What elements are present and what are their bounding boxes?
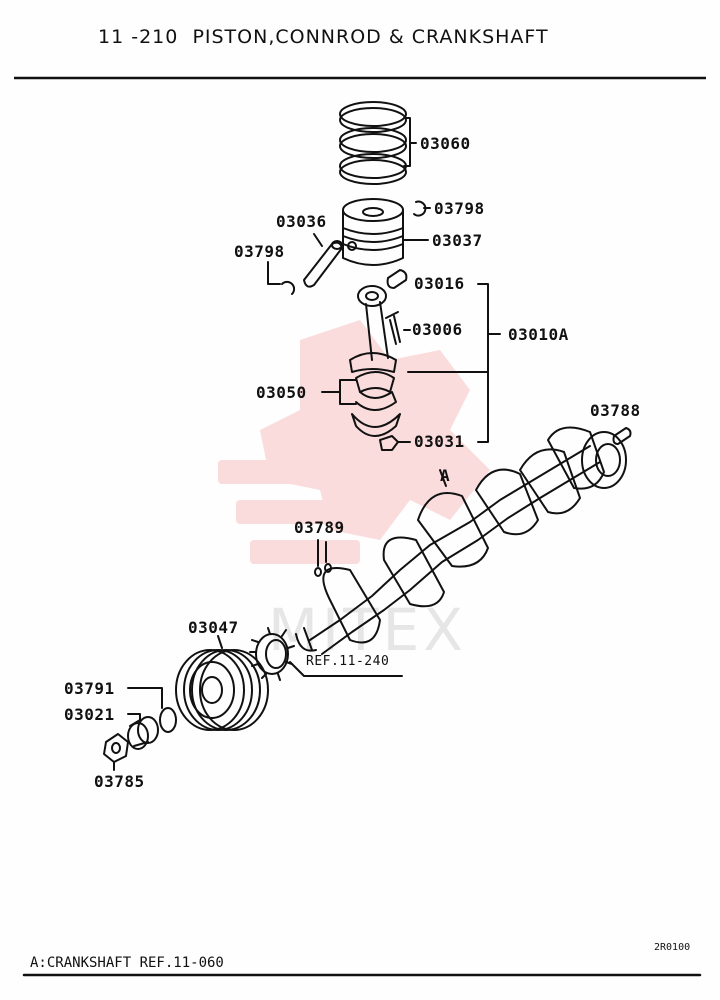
leader-03021 [127,713,141,723]
reference-label: REF.11-240 [306,654,390,669]
rod-cap-drawing [351,413,401,437]
circlip-top-drawing [413,200,431,217]
part-number-label: 03788 [590,401,641,420]
marker-a-label: A [440,466,451,485]
footer-note: A:CRANKSHAFT REF.11-060 [30,955,224,971]
bush-drawing [386,269,408,289]
leader-03050 [321,379,357,405]
connecting-rod-drawing [349,285,401,373]
section-code: 11 -210 [98,26,179,48]
crankshaft-drawing [295,426,627,655]
part-number-label: 03006 [412,320,463,339]
leader-03047 [217,635,223,649]
nut-03785-drawing [103,733,129,763]
circlip-left-drawing [281,280,296,295]
piston-drawing [342,198,404,266]
part-number-label: 03050 [256,383,307,402]
leader-03791 [127,687,163,709]
piston-rings-drawing [339,101,407,185]
part-number-label: 03047 [188,618,239,637]
part-number-label: 03791 [64,679,115,698]
bearing-shells-drawing [355,371,397,411]
part-number-label: 03037 [432,231,483,250]
leader-03798-left [267,261,281,285]
leader-03036 [313,233,323,247]
part-number-label: 03785 [94,772,145,791]
part-number-label: 03036 [276,212,327,231]
part-number-label: 03016 [414,274,465,293]
part-number-label: 03021 [64,705,115,724]
pin-03788-drawing [612,427,632,445]
page-title: 11 -210 PISTON,CONNROD & CRANKSHAFT [98,26,549,48]
leader-03010A [403,283,501,443]
piston-pin-drawing [303,240,343,288]
pins-03789-drawing [314,563,332,577]
watermark-text: MITEX [268,596,467,664]
part-number-label: 03798 [234,242,285,261]
nut-drawing [379,435,399,451]
leader-03060 [403,117,417,167]
part-number-label: 03789 [294,518,345,537]
part-number-label: 03031 [414,432,465,451]
part-number-label: 03010A [508,325,569,344]
section-title: PISTON,CONNROD & CRANKSHAFT [192,26,549,48]
drawing-code: 2R0100 [654,942,691,953]
spacer-drawing [127,716,159,750]
o-ring-drawing [159,707,177,733]
pulley-drawing [175,649,269,731]
part-number-label: 03798 [434,199,485,218]
leader-a [439,469,447,487]
part-number-label: 03060 [420,134,471,153]
leader-03789 [317,539,327,567]
gear-drawing [249,627,295,681]
leader-ref-11-240 [289,661,403,677]
